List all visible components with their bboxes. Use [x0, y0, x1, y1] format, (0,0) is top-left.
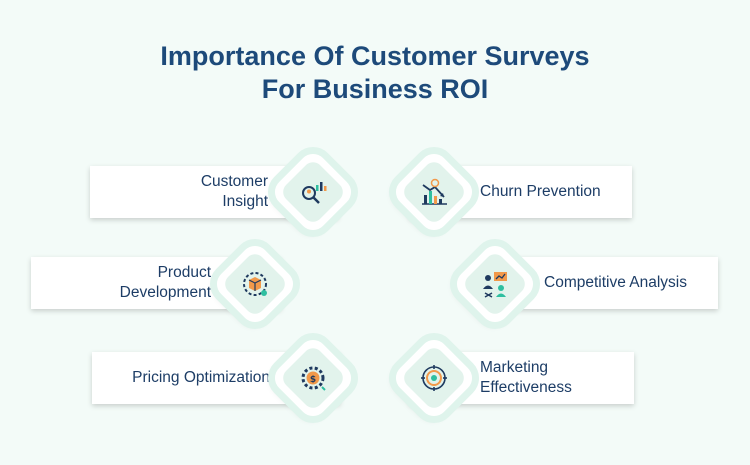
competitive-analysis-icon	[483, 272, 507, 298]
marketing-effectiveness-icon	[421, 365, 447, 391]
page-title: Importance Of Customer Surveys For Busin…	[0, 40, 750, 106]
product-development-icon	[243, 272, 267, 296]
churn-prevention-icon	[422, 178, 447, 205]
card-label: Insight	[222, 193, 268, 210]
card-label: Development	[119, 284, 211, 301]
card-label: Product	[157, 264, 211, 281]
customer-insight-icon	[302, 182, 327, 204]
card-label: Customer	[200, 173, 268, 190]
pricing-optimization-icon: $	[301, 366, 326, 391]
card-label: Effectiveness	[480, 379, 572, 396]
card-label: Marketing	[480, 359, 549, 376]
title-line-2: For Business ROI	[261, 74, 489, 104]
card-label: Pricing Optimization	[132, 369, 270, 386]
title-line-1: Importance Of Customer Surveys	[160, 41, 590, 71]
card-label: Churn Prevention	[480, 183, 601, 200]
card-label: Competitive Analysis	[544, 274, 688, 291]
svg-text:$: $	[310, 375, 316, 385]
